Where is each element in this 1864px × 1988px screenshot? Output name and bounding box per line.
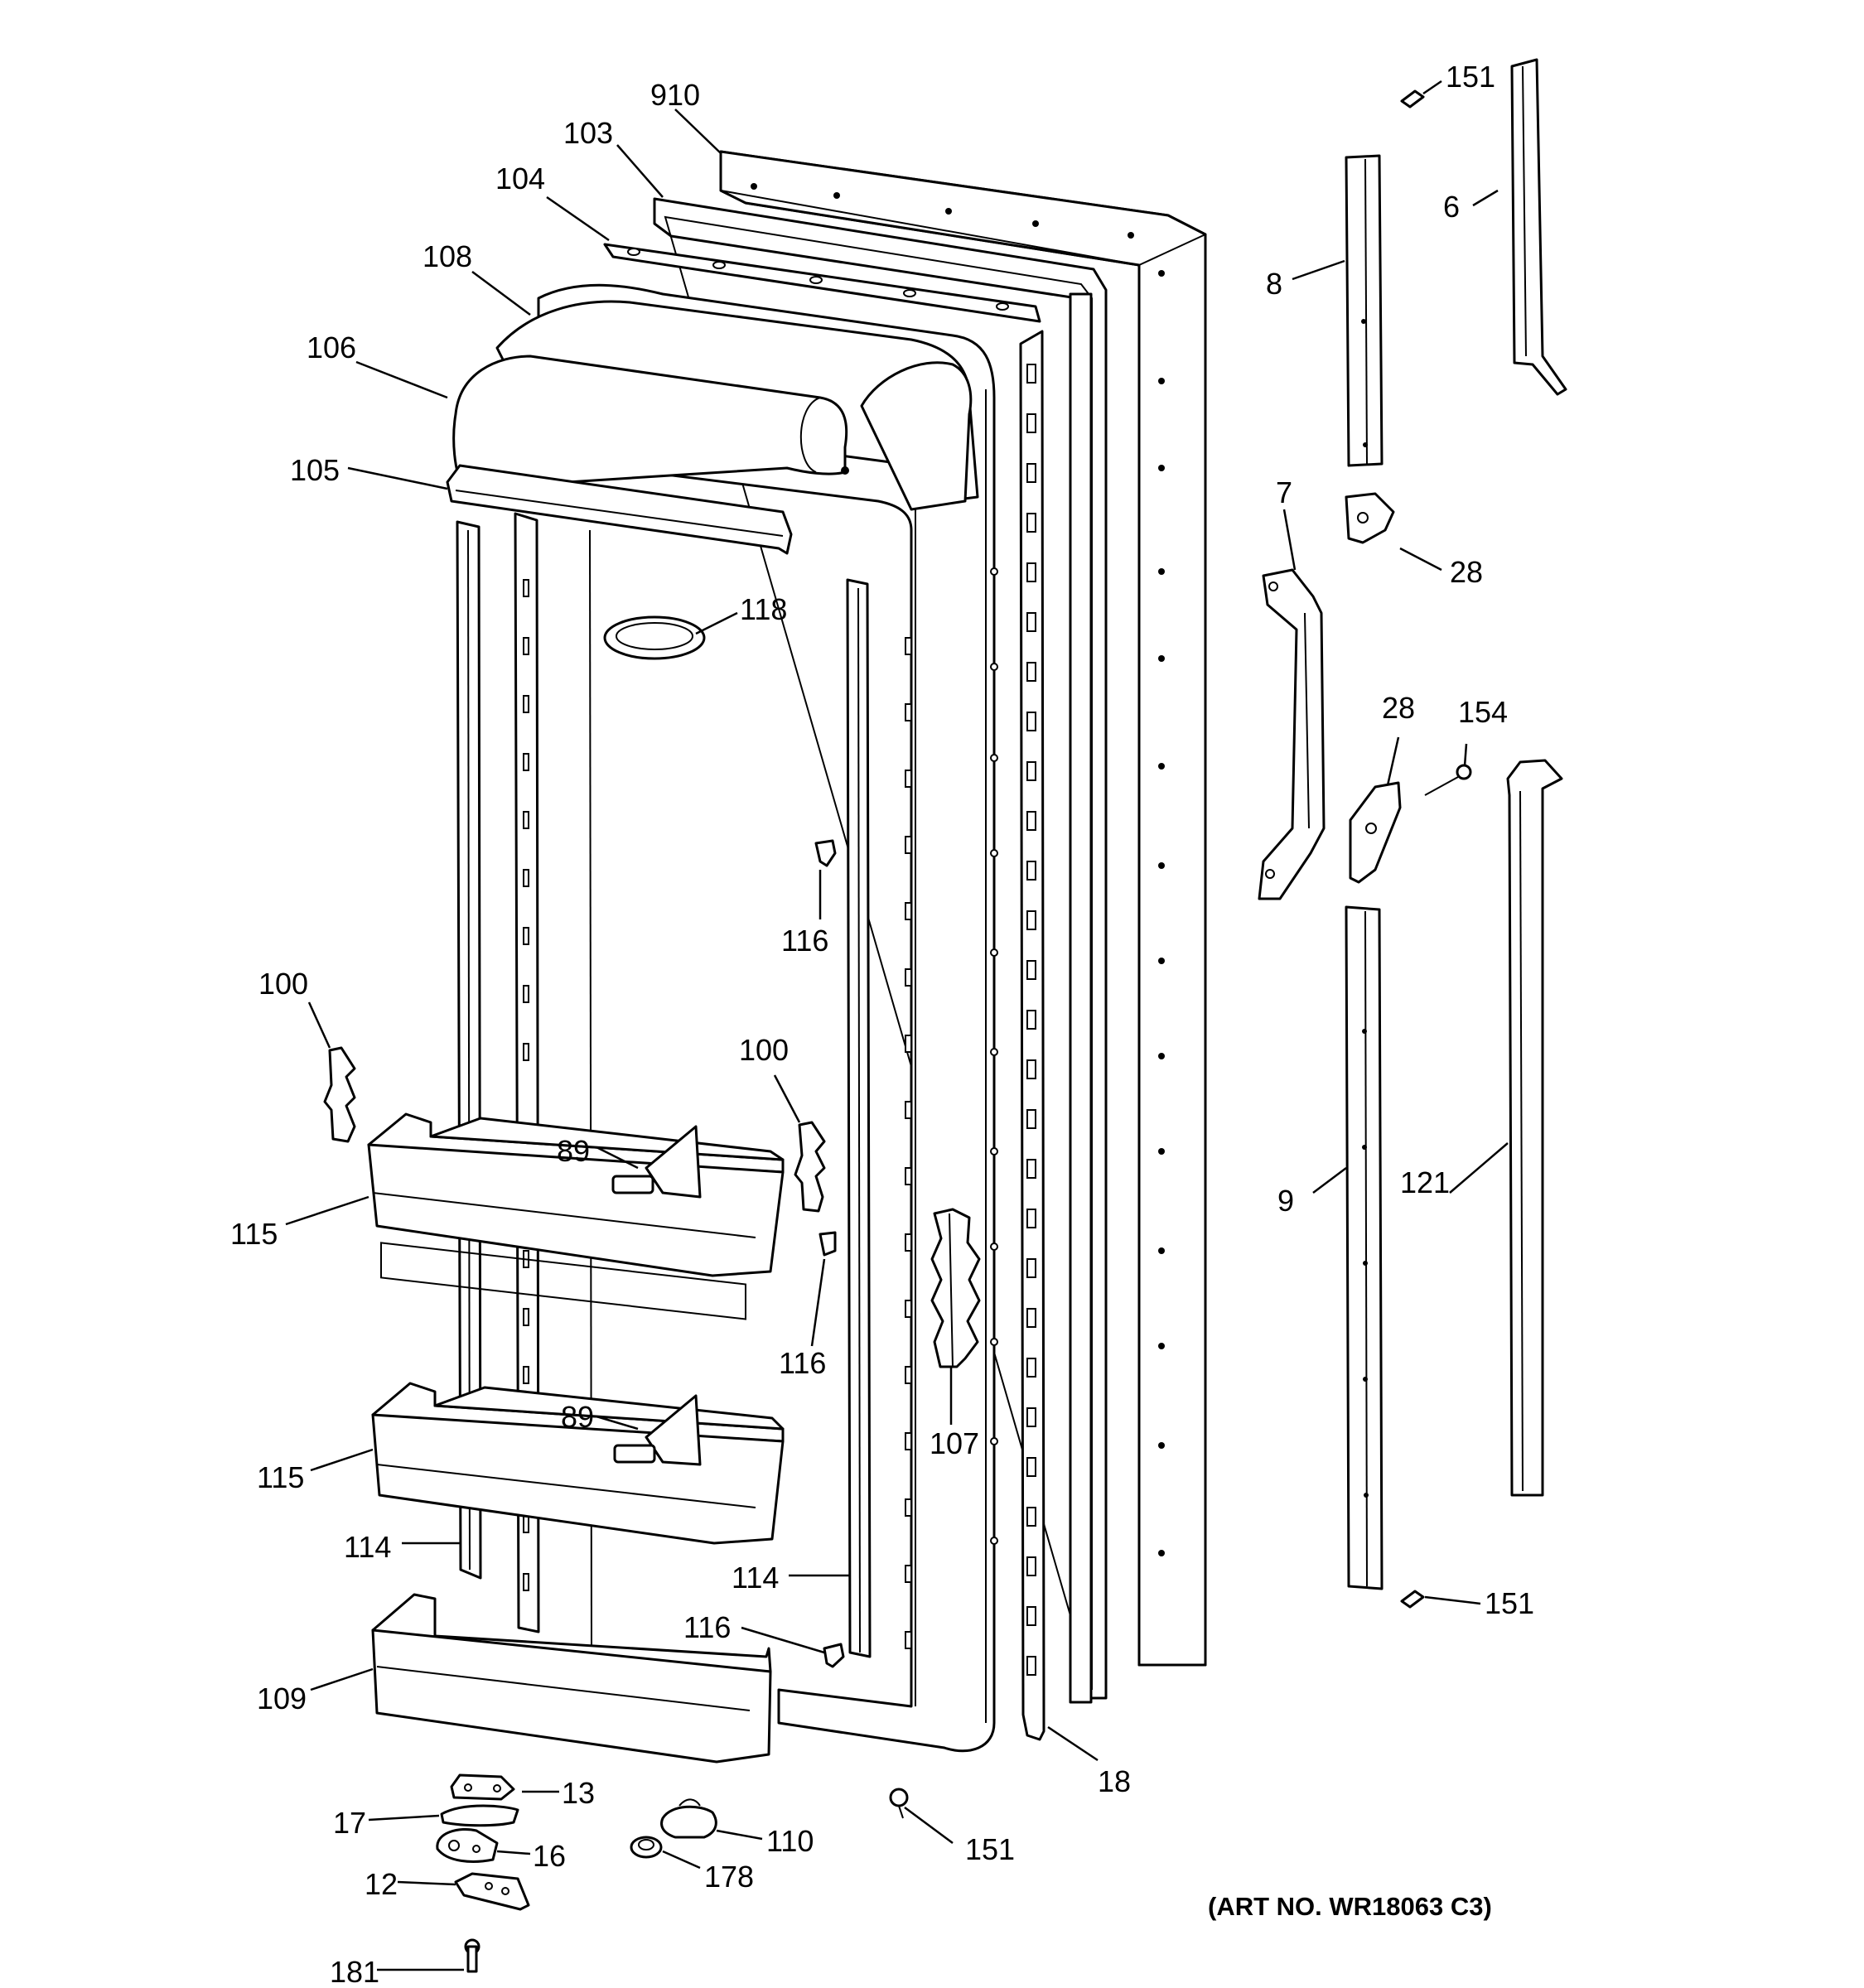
callout-910: 910 <box>650 78 700 112</box>
callout-6: 6 <box>1443 190 1460 224</box>
callout-8: 8 <box>1266 267 1282 301</box>
hinge-bracket-12 <box>454 1872 530 1911</box>
callout-7: 7 <box>1276 475 1292 509</box>
callout-89-upper: 89 <box>557 1134 590 1168</box>
left-shelf-rail-inner <box>514 512 540 1633</box>
door-side-rail <box>1019 330 1045 1741</box>
callout-100-left: 100 <box>258 967 308 1001</box>
handle-mount-28-upper <box>1345 492 1395 544</box>
screw-151-right <box>1400 1590 1425 1609</box>
callout-105: 105 <box>290 453 340 487</box>
callout-115-lower: 115 <box>257 1460 304 1494</box>
screw-151-bottom <box>889 1788 909 1819</box>
door-bin-lower <box>371 1382 785 1545</box>
handle-trim-6 <box>1510 58 1567 396</box>
callout-118: 118 <box>740 592 787 626</box>
callout-104: 104 <box>495 162 545 195</box>
handle-mount-28-lower <box>1349 781 1402 884</box>
shelf-stop-lower <box>823 1643 845 1668</box>
callout-181: 181 <box>330 1955 379 1988</box>
shelf-stop-upper <box>814 839 837 867</box>
callout-107: 107 <box>930 1426 979 1460</box>
dairy-compartment-cover <box>452 355 849 490</box>
callout-178: 178 <box>704 1860 754 1894</box>
screw-151-top <box>1400 89 1425 109</box>
callout-154: 154 <box>1458 695 1508 729</box>
leader-lines <box>285 80 1509 1971</box>
callout-labels: 910 103 104 108 106 105 118 116 100 100 … <box>230 60 1534 1988</box>
top-mounting-strip <box>603 243 1041 323</box>
screw-181 <box>464 1938 480 1973</box>
outer-door-panel <box>719 150 1207 1667</box>
callout-151-top: 151 <box>1446 60 1495 94</box>
art-number-label: (ART NO. WR18063 C3) <box>1208 1892 1492 1921</box>
callout-121: 121 <box>1400 1165 1450 1199</box>
callout-151-right: 151 <box>1485 1586 1534 1620</box>
right-shelf-rail <box>846 578 872 1658</box>
callout-28-lower: 28 <box>1382 691 1415 725</box>
door-bin-upper <box>367 1112 785 1320</box>
callout-28-upper: 28 <box>1450 555 1483 589</box>
shelf-stop-middle <box>819 1231 837 1257</box>
callout-16: 16 <box>533 1839 566 1873</box>
hinge-plate-13 <box>450 1773 515 1801</box>
callout-9: 9 <box>1277 1184 1294 1218</box>
callout-151-bottom: 151 <box>965 1832 1015 1866</box>
callout-109: 109 <box>257 1682 307 1715</box>
screw-154 <box>1424 764 1472 796</box>
callout-12: 12 <box>365 1867 398 1901</box>
callout-17: 17 <box>333 1806 366 1840</box>
cap-178 <box>630 1836 663 1859</box>
door-handle-7 <box>1258 568 1326 900</box>
callout-13: 13 <box>562 1776 595 1810</box>
door-bin-bottom <box>371 1593 772 1764</box>
wave-spring-clip <box>930 1208 981 1368</box>
callout-106: 106 <box>307 331 356 364</box>
callout-110: 110 <box>766 1824 814 1858</box>
callout-89-lower: 89 <box>561 1400 594 1434</box>
hinge-shim-17 <box>440 1804 519 1827</box>
callout-114-right: 114 <box>732 1561 779 1595</box>
handle-bracket-8 <box>1345 154 1384 467</box>
handle-trim-121 <box>1506 759 1563 1497</box>
callout-116-middle: 116 <box>779 1346 826 1380</box>
callout-103: 103 <box>563 116 613 150</box>
cover-hinge-strip <box>446 464 793 555</box>
callout-116-lower: 116 <box>683 1610 731 1644</box>
callout-114-left: 114 <box>344 1530 391 1564</box>
callout-18: 18 <box>1098 1764 1131 1798</box>
oval-insert <box>603 615 706 660</box>
callout-100-right: 100 <box>739 1033 789 1067</box>
callout-115-upper: 115 <box>230 1217 278 1251</box>
callout-108: 108 <box>423 239 472 273</box>
plug-110 <box>660 1798 717 1839</box>
shelf-bracket-right <box>794 1121 826 1213</box>
hinge-cam-16 <box>436 1827 499 1863</box>
shelf-bracket-left <box>323 1046 356 1143</box>
callout-116-upper: 116 <box>781 924 828 958</box>
handle-bracket-9 <box>1345 905 1384 1590</box>
